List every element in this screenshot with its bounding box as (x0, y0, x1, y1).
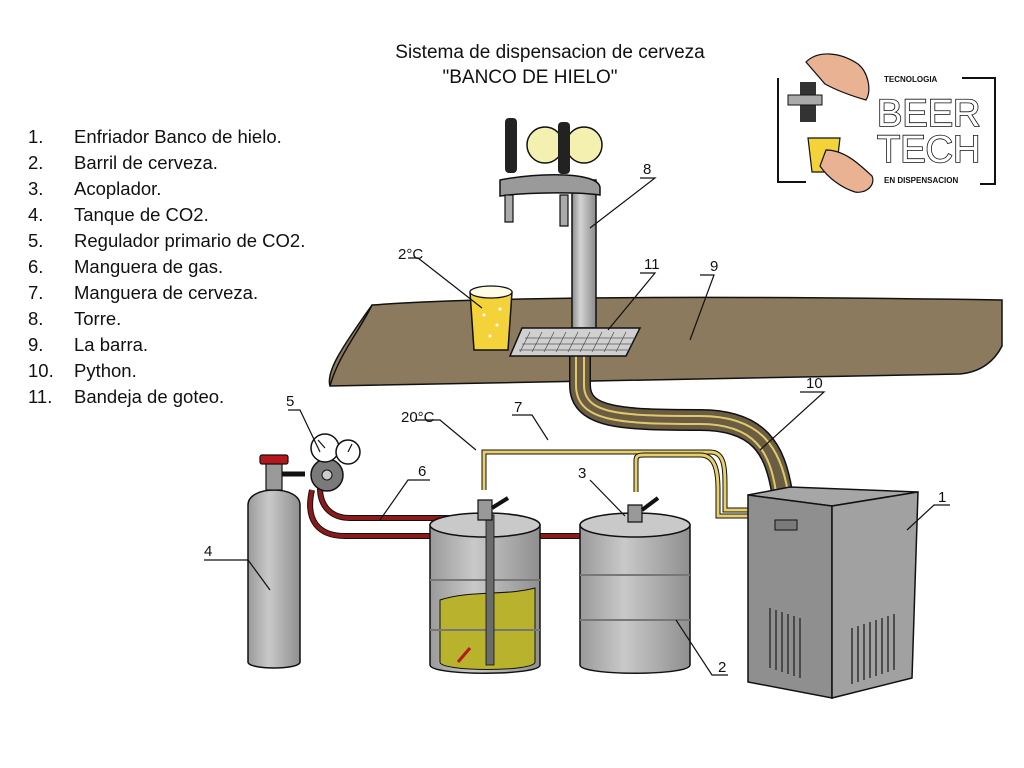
legend-item: 4. Tanque de CO2. (28, 202, 328, 228)
legend-item-number: 1. (28, 126, 44, 147)
legend-item-number: 6. (28, 256, 44, 277)
component-legend: 1. Enfriador Banco de hielo. 2. Barril de c… (28, 124, 328, 410)
legend-item-number: 3. (28, 178, 44, 199)
legend-item-text: Manguera de cerveza. (74, 282, 259, 303)
keg-line-temperature: 20°C (401, 409, 435, 426)
logo-top-text: TECNOLOGIA (884, 75, 938, 84)
keg (579, 496, 691, 674)
python-line (569, 335, 793, 494)
callout-4: 4 (204, 543, 212, 560)
legend-item-text: Enfriador Banco de hielo. (74, 126, 282, 147)
legend-item-text: Acoplador. (74, 178, 162, 199)
legend-item-text: Tanque de CO2. (74, 204, 209, 225)
legend-item-number: 9. (28, 334, 44, 355)
ice-bank-cooler (747, 486, 919, 699)
gas-hose (307, 487, 620, 539)
logo-tech-text: TECH (877, 129, 980, 171)
legend-item-text: La barra. (74, 334, 149, 355)
legend-item-number: 10. (28, 360, 54, 381)
legend-item-text: Python. (74, 360, 137, 381)
diagram-title: Sistema de dispensacion de cerveza "BANC… (330, 40, 770, 90)
callout-8: 8 (643, 161, 651, 178)
legend-item-text: Barril de cerveza. (74, 152, 218, 173)
beer-glass (469, 285, 513, 351)
legend-item-number: 4. (28, 204, 44, 225)
legend-item-number: 11. (28, 386, 53, 407)
beer-tech-logo: TECNOLOGIA BEER TECH EN DISPENSACION (777, 53, 996, 193)
callout-9: 9 (710, 258, 718, 275)
drip-tray (508, 327, 642, 357)
logo-beer-text: BEER (877, 93, 980, 135)
legend-item-number: 2. (28, 152, 44, 173)
legend-item: 11. Bandeja de goteo. (28, 384, 328, 410)
callout-2: 2 (718, 659, 726, 676)
callout-6: 6 (418, 463, 426, 480)
title-line-2: "BANCO DE HIELO" (442, 67, 618, 88)
legend-item-number: 8. (28, 308, 44, 329)
title-line-1: Sistema de dispensacion de cerveza (395, 42, 705, 63)
beer-tower (499, 118, 603, 329)
beer-hose (481, 449, 760, 519)
legend-item-text: Manguera de gas. (74, 256, 224, 277)
callout-5: 5 (286, 393, 294, 410)
legend-item-text: Regulador primario de CO2. (74, 230, 306, 251)
legend-item-number: 5. (28, 230, 44, 251)
keg-cutaway (429, 496, 541, 674)
logo-bottom-text: EN DISPENSACION (884, 176, 958, 185)
legend-item: 8. Torre. (28, 306, 328, 332)
callout-7: 7 (514, 399, 522, 416)
callout-10: 10 (806, 375, 823, 392)
legend-item: 10. Python. (28, 358, 328, 384)
callout-numbers: 1 2 3 4 5 6 7 8 9 10 11 (204, 161, 946, 676)
bar-counter (328, 296, 1003, 387)
callout-11: 11 (644, 256, 660, 273)
legend-item-text: Bandeja de goteo. (74, 386, 225, 407)
legend-item: 3. Acoplador. (28, 176, 328, 202)
callout-3: 3 (578, 465, 586, 482)
co2-tank (247, 454, 301, 669)
callout-1: 1 (938, 489, 946, 506)
legend-item: 2. Barril de cerveza. (28, 150, 328, 176)
glass-temperature: 2°C (398, 246, 423, 263)
leader-lines (204, 177, 950, 676)
legend-item-text: Torre. (74, 308, 122, 329)
legend-item: 6. Manguera de gas. (28, 254, 328, 280)
legend-item: 9. La barra. (28, 332, 328, 358)
legend-item-number: 7. (28, 282, 44, 303)
legend-item: 7. Manguera de cerveza. (28, 280, 328, 306)
legend-item: 1. Enfriador Banco de hielo. (28, 124, 328, 150)
legend-item: 5. Regulador primario de CO2. (28, 228, 328, 254)
co2-regulator (282, 433, 361, 492)
